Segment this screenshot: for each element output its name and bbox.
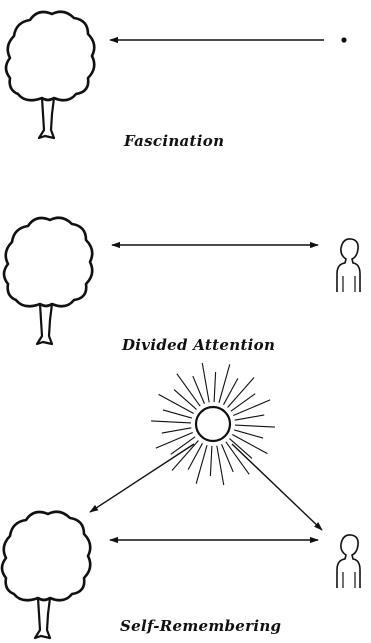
sun-ray: [234, 424, 275, 428]
sun-ray: [232, 434, 268, 455]
sun-ray: [162, 409, 192, 419]
sun-ray: [195, 445, 208, 484]
sun-ray: [209, 445, 213, 476]
sun-ray: [176, 373, 201, 407]
sun-ray: [230, 393, 256, 412]
sun-ray: [234, 414, 265, 421]
sun-ray: [155, 432, 193, 449]
sun-ray: [234, 429, 264, 439]
sun-ray: [170, 436, 196, 455]
sun-ray: [187, 443, 203, 470]
sun-ray: [158, 393, 194, 414]
sun-ray: [233, 399, 271, 416]
sun-to-person-arrow: [231, 443, 323, 531]
panel-self-remembering: [0, 362, 361, 640]
sun-ray: [192, 375, 205, 404]
caption-divided-attention: Divided Attention: [122, 336, 276, 354]
sun-ray: [225, 441, 250, 475]
sun-ray: [161, 427, 192, 434]
sun-icon: [151, 362, 275, 486]
caption-fascination: Fascination: [124, 132, 225, 150]
sun-ray: [201, 362, 210, 403]
tree-icon: [0, 510, 92, 640]
sun-ray: [218, 364, 231, 403]
sun-ray: [213, 372, 217, 403]
sun-ray: [216, 445, 225, 486]
sun-ray: [171, 440, 199, 471]
person-head-icon: [336, 238, 361, 293]
tree-icon: [4, 10, 96, 140]
sun-ray: [221, 444, 234, 473]
sun-ray: [151, 420, 192, 424]
person-head-icon: [336, 534, 361, 589]
panel-fascination: [4, 10, 347, 140]
caption-self-remembering: Self-Remembering: [120, 617, 282, 635]
panel-divided-attention: [2, 216, 361, 346]
tree-icon: [2, 216, 94, 346]
sun-ray: [223, 378, 239, 405]
sun-ray: [227, 377, 255, 408]
sun-to-tree-arrow: [89, 443, 195, 513]
sun-ray: [229, 438, 253, 459]
sun-ray: [173, 389, 197, 410]
dot-icon: [341, 37, 347, 43]
